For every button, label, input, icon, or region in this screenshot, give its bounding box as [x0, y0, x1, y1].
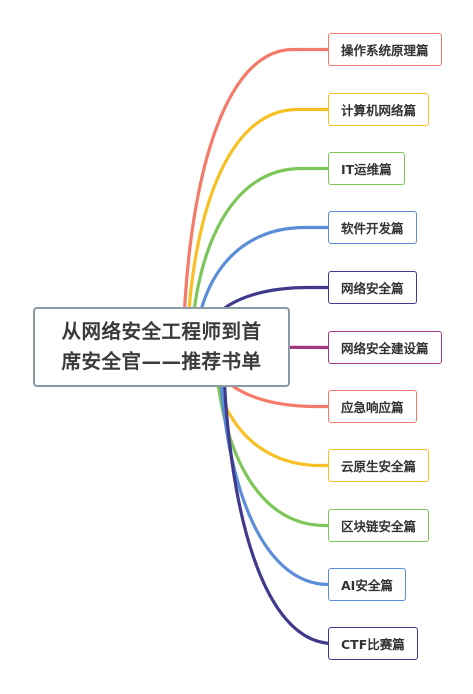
branch-node-ai-security[interactable]: AI安全篇: [328, 568, 406, 601]
branch-label: 操作系统原理篇: [341, 43, 429, 58]
connector-9: [217, 345, 330, 587]
branch-node-blockchain[interactable]: 区块链安全篇: [328, 509, 430, 542]
branch-label: 软件开发篇: [341, 221, 404, 236]
branch-node-network[interactable]: 计算机网络篇: [328, 93, 430, 126]
branch-node-ctf[interactable]: CTF比赛篇: [328, 627, 418, 660]
branch-label: 网络安全建设篇: [341, 341, 429, 356]
branch-label: 云原生安全篇: [341, 459, 417, 474]
branch-label: CTF比赛篇: [341, 637, 405, 652]
branch-node-software-dev[interactable]: 软件开发篇: [328, 211, 417, 244]
branch-node-cybersecurity[interactable]: 网络安全篇: [328, 271, 417, 304]
connector-0: [181, 47, 330, 349]
branch-node-incident-response[interactable]: 应急响应篇: [328, 390, 417, 423]
root-title-line-1: 从网络安全工程师到首: [61, 320, 262, 343]
branch-node-security-construction[interactable]: 网络安全建设篇: [328, 331, 442, 364]
root-title-line-2: 席安全官——推荐书单: [61, 350, 262, 373]
branch-label: 计算机网络篇: [341, 103, 417, 118]
branch-node-it-ops[interactable]: IT运维篇: [328, 152, 405, 185]
branch-label: 网络安全篇: [341, 281, 404, 296]
root-topic-title: 从网络安全工程师到首 席安全官——推荐书单: [61, 317, 261, 377]
branch-label: 应急响应篇: [341, 400, 404, 415]
root-topic[interactable]: 从网络安全工程师到首 席安全官——推荐书单: [33, 307, 290, 387]
connector-10: [221, 345, 334, 646]
branch-node-os[interactable]: 操作系统原理篇: [328, 33, 442, 66]
connector-1: [185, 107, 330, 349]
branch-node-cloud-native[interactable]: 云原生安全篇: [328, 449, 430, 482]
branch-label: AI安全篇: [341, 578, 393, 593]
branch-label: 区块链安全篇: [341, 519, 417, 534]
branch-label: IT运维篇: [341, 162, 392, 177]
